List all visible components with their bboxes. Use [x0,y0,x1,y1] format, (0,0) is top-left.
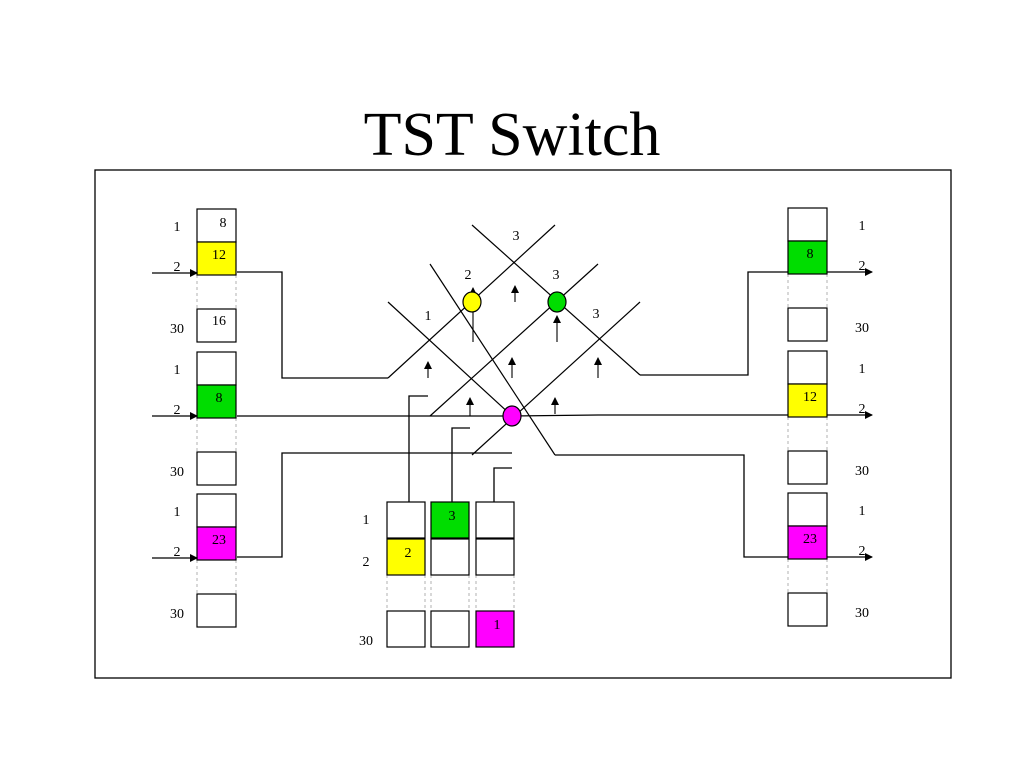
cm-col-2-cell-1 [430,501,470,539]
input-frame-2-label-30: 30 [170,465,184,480]
input-frame-2-label-1: 1 [174,363,181,378]
output-frame-1-label-2: 2 [859,259,866,274]
bus-up-2 [429,263,599,417]
cm-row-label-1: 1 [363,513,370,528]
crosspoint-label-4: 3 [553,268,560,283]
output-frame-1-slot-1 [787,207,828,242]
control-memory-layer: 2 3 1 1 2 30 [359,501,515,649]
input-frame-1-slot-1-text: 8 [220,216,227,231]
input-frame-3-slot-30 [196,593,237,628]
input-frame-3-label-2: 2 [174,545,181,560]
output-frame-3-label-2: 2 [859,544,866,559]
cm-col-3-cell-1 [475,501,515,539]
output-frame-3-label-30: 30 [855,606,869,621]
cm-col-3-cell-2 [475,538,515,576]
input-frame-1-label-1: 1 [174,220,181,235]
control-feed-1 [408,395,428,502]
output-frame-3: 23 1 2 30 [787,492,869,627]
cm-row-label-3: 30 [359,634,373,649]
output-frame-1-slot-2 [787,240,828,275]
output-frame-1-slot-2-text: 8 [807,247,814,262]
input-frame-3-slot-1 [196,493,237,528]
output-wire-3 [555,454,788,558]
cm-row-label-2: 2 [363,555,370,570]
input-frame-1-slot-30-text: 16 [212,314,226,329]
output-frame-3-slot-1 [787,492,828,527]
output-frame-2-label-2: 2 [859,402,866,417]
bus-up-4 [511,414,599,417]
input-frame-3-label-30: 30 [170,607,184,622]
crosspoint-yellow-icon [462,291,482,313]
crosspoint-magenta-icon [502,405,522,427]
cm-col-2-cell-1-text: 3 [449,509,456,524]
crosspoint-label-5: 3 [593,307,600,322]
output-frame-1-label-30: 30 [855,321,869,336]
input-frame-2: 8 1 2 30 [170,351,237,486]
control-feed-3 [493,467,512,502]
output-frame-3-slot-30 [787,592,828,627]
input-wire-1 [237,271,388,379]
cm-col-2-cell-2 [430,538,470,576]
output-frame-3-slot-2-text: 23 [803,532,817,547]
output-frame-2-label-1: 1 [859,362,866,377]
control-feed-2 [451,427,470,502]
input-frame-1-slot-2 [196,241,237,276]
bus-up-3 [471,301,641,456]
output-frame-1-slot-30 [787,307,828,342]
output-frame-1: 8 1 2 30 [787,207,869,342]
output-frame-2-slot-2 [787,383,828,418]
page-title: TST Switch [363,101,661,169]
crosspoint-green-icon [547,291,567,313]
cm-col-3-cell-3 [475,610,515,648]
output-frame-2-slot-2-text: 12 [803,390,817,405]
output-frame-1-label-1: 1 [859,219,866,234]
output-wire-1 [640,271,788,376]
cm-col-3-cell-3-text: 1 [494,618,501,633]
output-frame-3-label-1: 1 [859,504,866,519]
input-frame-1-slot-2-text: 12 [212,248,226,263]
input-frame-3-label-1: 1 [174,505,181,520]
input-frame-2-slot-2-text: 8 [216,391,223,406]
cm-col-2-cell-3 [430,610,470,648]
output-frame-2-label-30: 30 [855,464,869,479]
cm-col-1-cell-2 [386,538,426,576]
input-frame-2-slot-1 [196,351,237,386]
input-frame-2-label-2: 2 [174,403,181,418]
crosspoint-label-1: 1 [425,309,432,324]
input-frame-3: 23 1 2 30 [170,493,237,628]
input-frame-1-slot-1 [196,208,237,243]
cm-col-1-cell-3 [386,610,426,648]
input-frame-1-label-30: 30 [170,322,184,337]
input-frame-3-slot-2-text: 23 [212,533,226,548]
output-frame-3-slot-2 [787,525,828,560]
input-frame-2-slot-2 [196,384,237,419]
crosspoint-label-2: 2 [465,268,472,283]
cm-col-1-cell-2-text: 2 [405,546,412,561]
crosspoint-label-3: 3 [513,229,520,244]
output-frame-2-slot-1 [787,350,828,385]
bus-down-1 [387,301,513,417]
input-frame-2-slot-30 [196,451,237,486]
input-frame-1-label-2: 2 [174,260,181,275]
input-wire-3 [237,452,512,558]
diagram-border [94,169,952,679]
cm-col-1-cell-1 [386,501,426,539]
input-frame-3-slot-2 [196,526,237,561]
input-frame-1-slot-30 [196,308,237,343]
output-frame-2-slot-30 [787,450,828,485]
